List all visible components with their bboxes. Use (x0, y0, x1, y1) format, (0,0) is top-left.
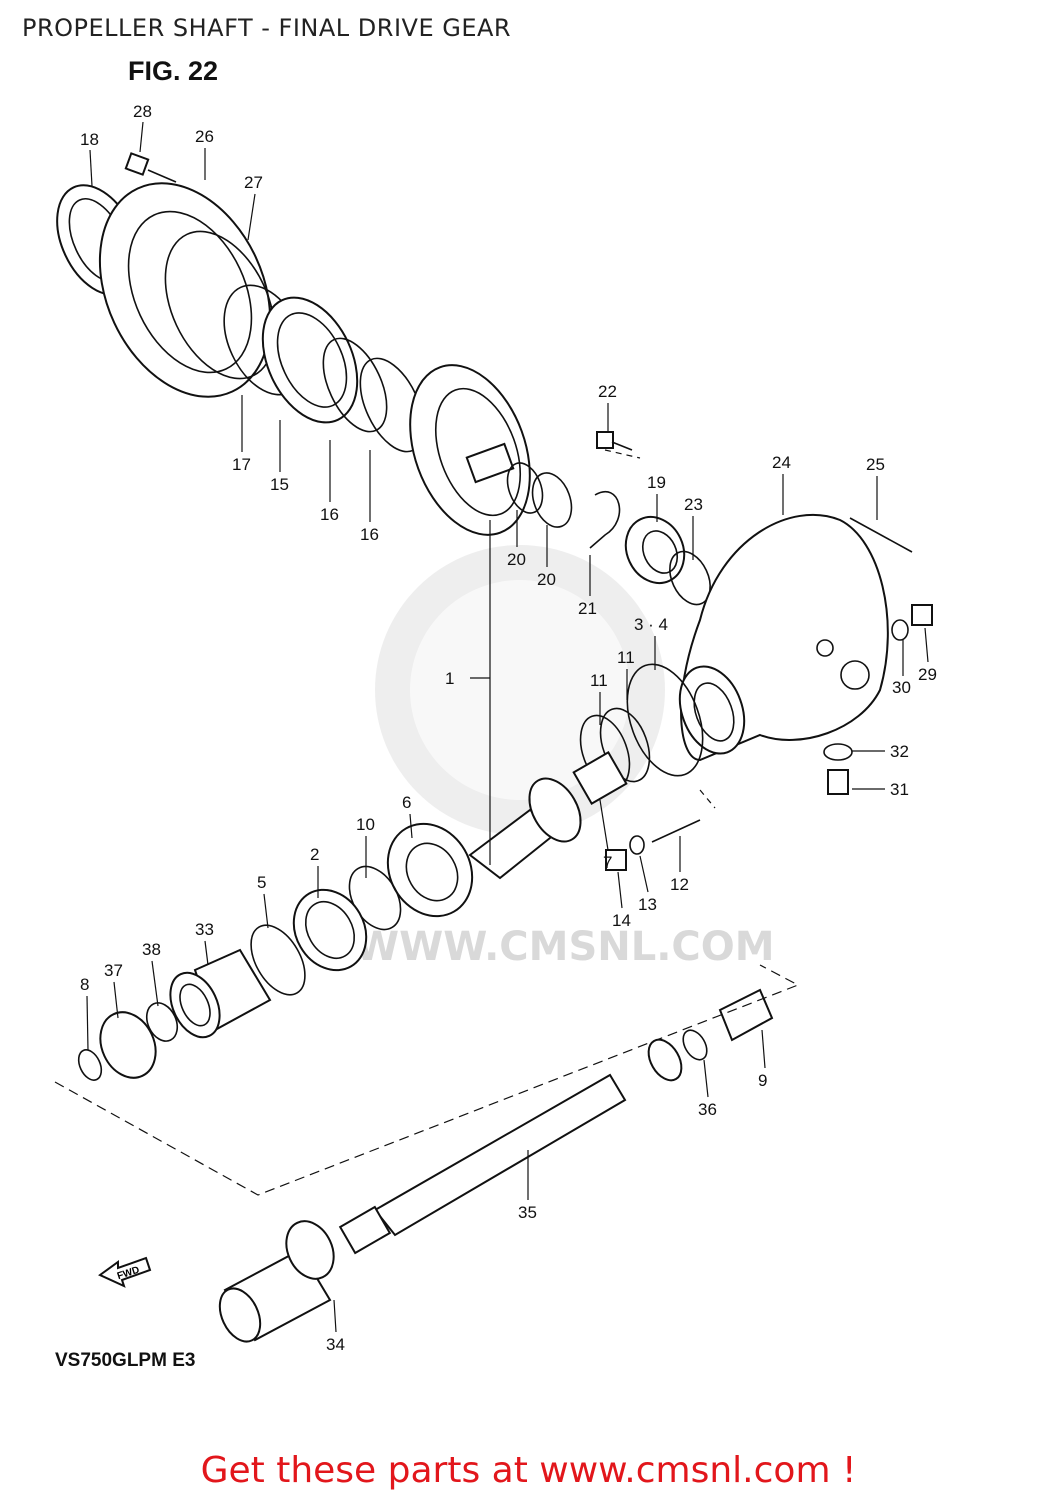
callout-17: 17 (232, 455, 251, 474)
callout-31: 31 (890, 780, 909, 799)
watermark-text: WWW.CMSNL.COM (355, 924, 775, 970)
part-stud-25 (849, 517, 913, 553)
callout-14: 14 (612, 911, 631, 930)
part-pinion-gear (468, 751, 628, 880)
callout-7: 7 (603, 853, 612, 872)
exploded-parts-diagram: WWW.CMSNL.COM (54, 102, 937, 1354)
part-flange-cover (56, 182, 276, 398)
part-coupling-33 (77, 948, 272, 1081)
callout-19: 19 (647, 473, 666, 492)
part-universal-joint (218, 1205, 392, 1343)
callout-18: 18 (80, 130, 99, 149)
callout-35: 35 (518, 1203, 537, 1222)
callout-23: 23 (684, 495, 703, 514)
model-code: VS750GLPM E3 (55, 1350, 196, 1371)
figure-label: FIG. 22 (128, 56, 219, 86)
callout-30: 30 (892, 678, 911, 697)
callout-29: 29 (918, 665, 937, 684)
part-bolt-22 (596, 431, 633, 451)
callout-20b: 20 (537, 570, 556, 589)
callout-25: 25 (866, 455, 885, 474)
callout-34: 34 (326, 1335, 345, 1354)
part-plugs (823, 604, 933, 795)
cmsnl-watermark: WWW.CMSNL.COM (355, 545, 775, 970)
part-shims (506, 462, 621, 549)
part-gear-case (678, 514, 889, 762)
part-stud-12 (605, 819, 701, 871)
callout-10: 10 (356, 815, 375, 834)
part-bearing-6 (250, 822, 474, 996)
callout-24: 24 (772, 453, 791, 472)
part-bolt-28 (124, 152, 177, 183)
callout-8: 8 (80, 975, 89, 994)
callout-20a: 20 (507, 550, 526, 569)
callout-32: 32 (890, 742, 909, 761)
callout-27: 27 (244, 173, 263, 192)
part-bearing-19 (624, 515, 711, 606)
callout-37: 37 (104, 961, 123, 980)
fwd-arrow-icon: FWD (98, 1256, 152, 1288)
callout-9: 9 (758, 1071, 767, 1090)
callout-21: 21 (578, 599, 597, 618)
callout-11a: 11 (617, 648, 635, 667)
callout-33: 33 (195, 920, 214, 939)
callout-1: 1 (445, 669, 454, 688)
callout-16a: 16 (320, 505, 339, 524)
callout-26: 26 (195, 127, 214, 146)
callout-6: 6 (402, 793, 411, 812)
callout-labels: 28 26 18 27 17 15 16 16 22 20 20 21 19 2… (80, 102, 937, 1354)
callout-13: 13 (638, 895, 657, 914)
callout-36: 36 (698, 1100, 717, 1119)
callout-3-4: 3 · 4 (634, 615, 668, 634)
callout-22: 22 (598, 382, 617, 401)
part-ring-gear (409, 364, 531, 536)
callout-28: 28 (133, 102, 152, 121)
promo-banner[interactable]: Get these parts at www.cmsnl.com ! (200, 1450, 857, 1491)
callout-15: 15 (270, 475, 289, 494)
callout-12: 12 (670, 875, 689, 894)
callout-leaders (86, 121, 929, 1333)
callout-16b: 16 (360, 525, 379, 544)
callout-5: 5 (257, 873, 266, 892)
part-propeller-shaft (373, 988, 774, 1237)
callout-2: 2 (310, 845, 319, 864)
callout-38: 38 (142, 940, 161, 959)
callout-11b: 11 (590, 671, 608, 690)
page-title: PROPELLER SHAFT - FINAL DRIVE GEAR (22, 14, 512, 42)
assembly-lines (54, 449, 800, 1196)
